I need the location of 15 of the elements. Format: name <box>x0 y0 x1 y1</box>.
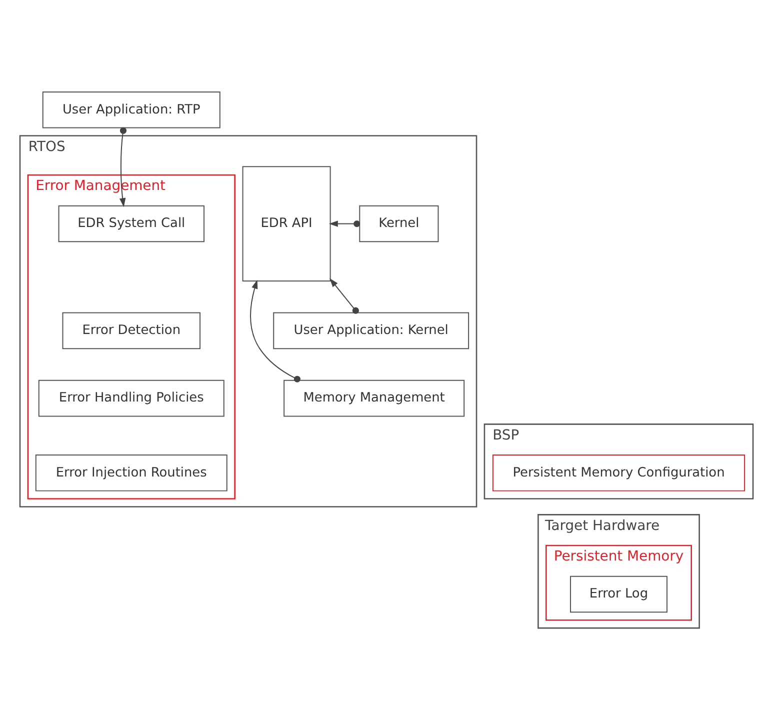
node-box: Kernel <box>359 205 439 242</box>
arrow <box>250 280 300 382</box>
arrow <box>328 220 360 228</box>
node-box: User Application: Kernel <box>273 312 470 350</box>
node-box: EDR System Call <box>58 205 204 242</box>
node-box: Error Detection <box>62 312 201 350</box>
arrow <box>330 278 359 314</box>
arrow <box>119 127 127 208</box>
node-box: User Application: RTP <box>42 91 220 128</box>
node-box: Error Injection Routines <box>35 454 228 492</box>
node-box: Error Log <box>570 576 668 613</box>
node-box: Persistent Memory Configuration <box>492 454 746 492</box>
node-box: Error Handling Policies <box>38 380 224 417</box>
node-box: EDR API <box>242 166 331 282</box>
node-box: Memory Management <box>284 380 465 417</box>
